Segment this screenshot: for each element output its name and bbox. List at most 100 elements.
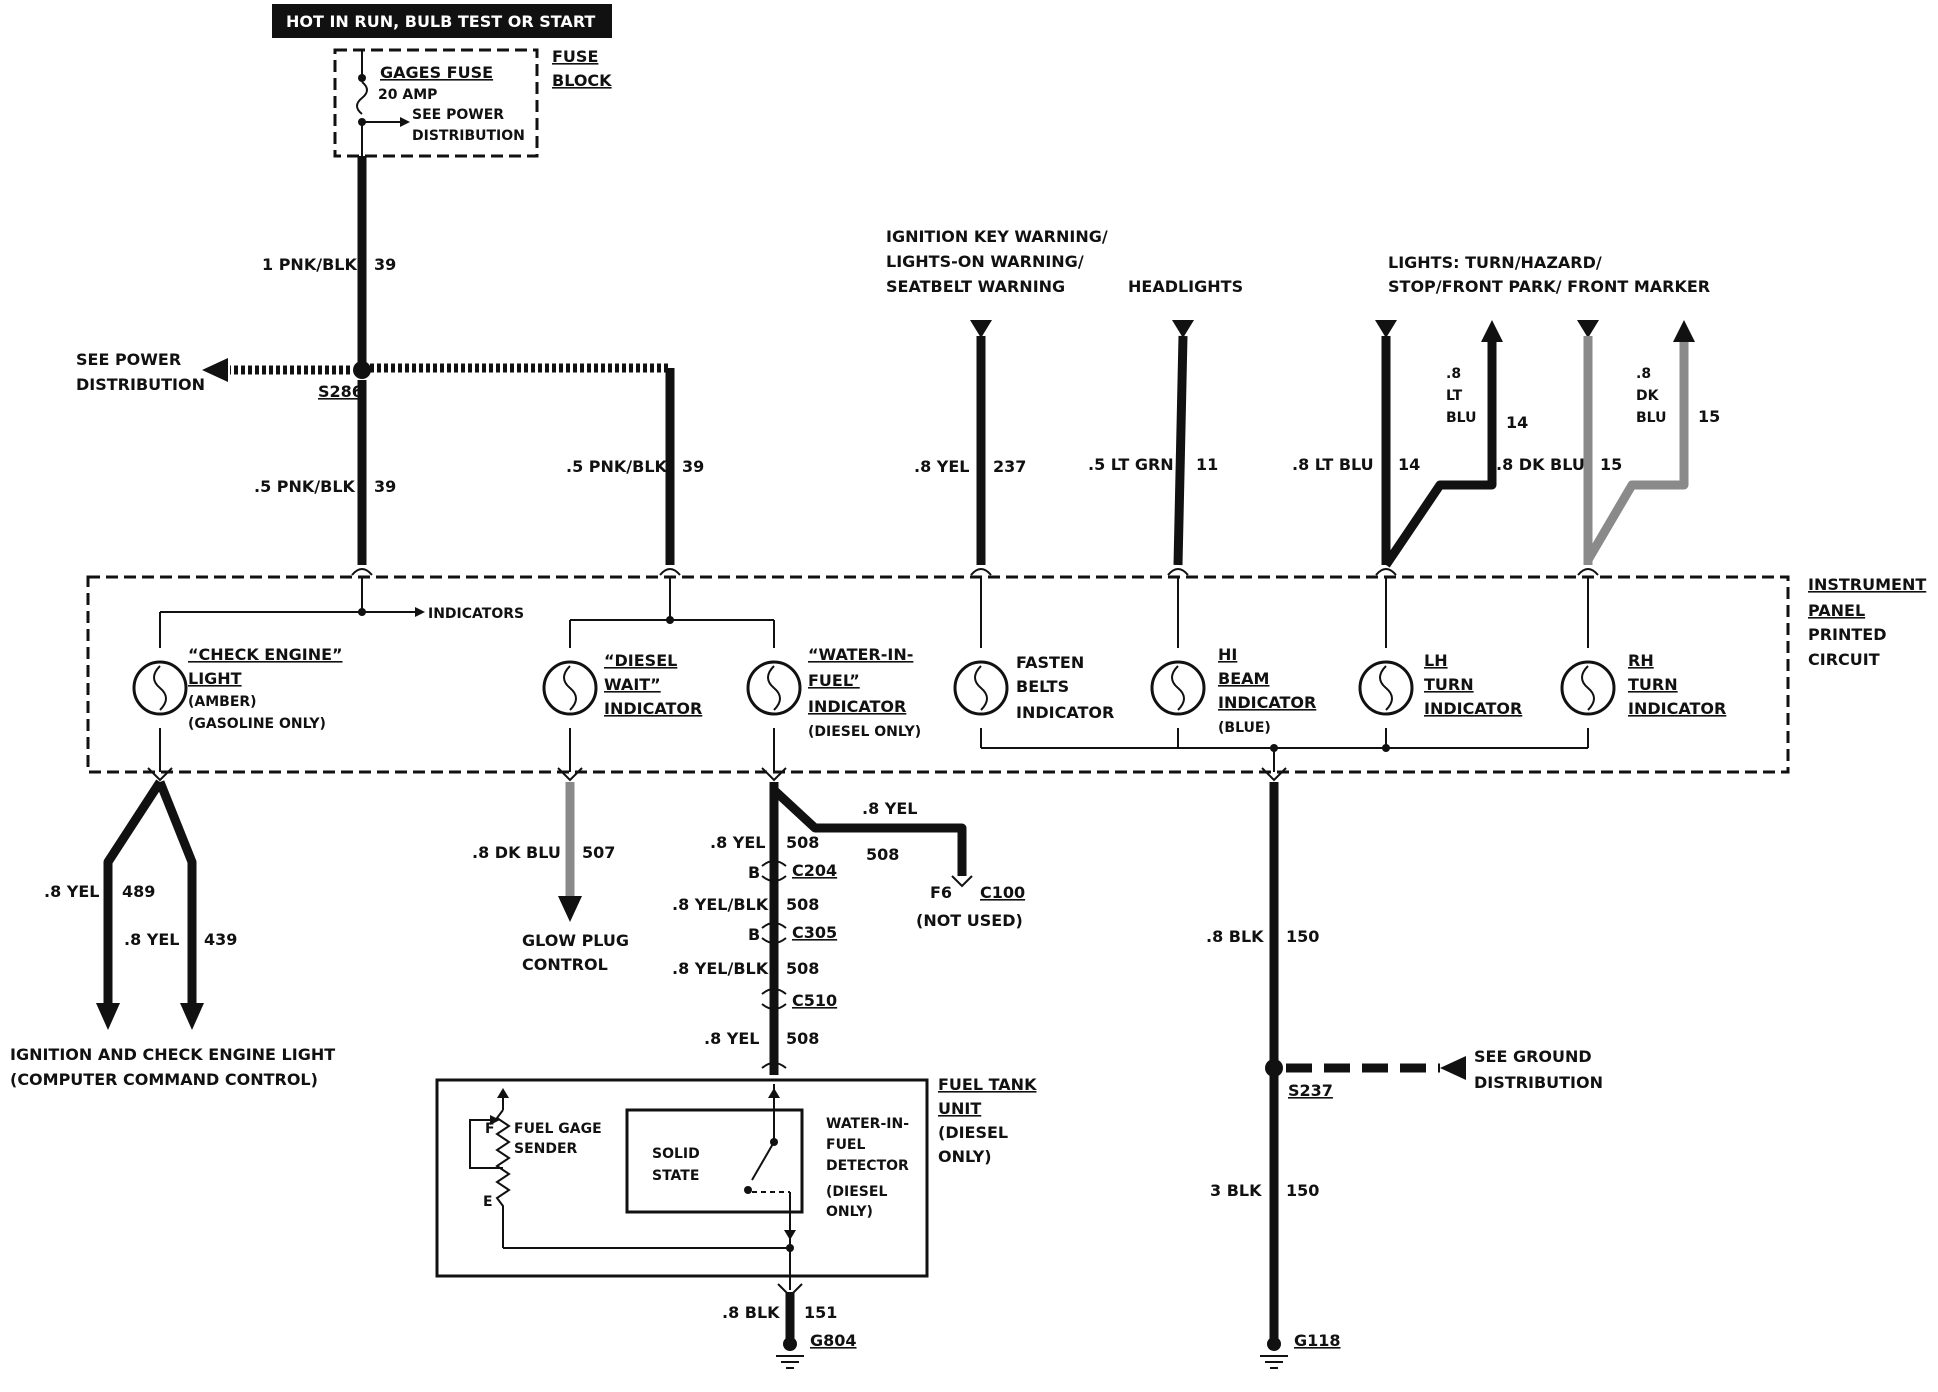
ign-warn-label-2: LIGHTS-ON WARNING/ <box>886 252 1084 271</box>
arrow-439-icon <box>180 1003 204 1030</box>
wire-8dkblu-507-label: .8 DK BLU <box>472 843 561 862</box>
wif-label-1: “WATER-IN- <box>808 645 913 664</box>
circuit-439-label: 439 <box>204 930 237 949</box>
turn-lights-source: LIGHTS: TURN/HAZARD/ STOP/FRONT PARK/ FR… <box>1292 253 1720 568</box>
wif-label-3: INDICATOR <box>808 697 906 716</box>
circuit-39-label-b: 39 <box>374 477 396 496</box>
wire-yel-489 <box>103 779 164 1005</box>
connector-bottom-wif-icon <box>761 767 787 782</box>
return-14-arrow-icon <box>1481 320 1503 342</box>
circuit-508-label-d: 508 <box>786 1029 819 1048</box>
sender-label-1: FUEL GAGE <box>514 1121 602 1137</box>
pin-b1-label: B <box>748 863 760 882</box>
check-engine-output: .8 YEL 489 .8 YEL 439 IGNITION AND CHECK… <box>10 779 335 1089</box>
wire-yel-508-c100 <box>770 786 967 876</box>
wire-8yel-c100-label: .8 YEL <box>862 799 918 818</box>
fuel-tank-unit: FUEL TANK UNIT (DIESEL ONLY) F E FUEL GA… <box>435 1075 1037 1298</box>
ign-warn-label-1: IGNITION KEY WARNING/ <box>886 227 1108 246</box>
wire-8yel-508b-label: .8 YEL <box>704 1029 760 1048</box>
see-ground-label-2: DISTRIBUTION <box>1474 1073 1603 1092</box>
arrow-489-icon <box>96 1003 120 1030</box>
ip-node-ground-a <box>1270 744 1278 752</box>
ip-node-diesel <box>666 616 674 624</box>
sender-e-label: E <box>483 1194 493 1210</box>
bulb-fasten-belts <box>953 660 1009 716</box>
source-15-arrow-icon <box>1577 320 1599 338</box>
ground-g118: .8 BLK 150 SEE GROUND DISTRIBUTION S237 … <box>1206 782 1603 1369</box>
wire-8yelblk-b-label: .8 YEL/BLK <box>672 959 769 978</box>
circuit-151-label: 151 <box>804 1303 837 1322</box>
c305-label: C305 <box>792 923 837 942</box>
fuse-block-outline <box>333 48 539 158</box>
circuit-15-label-b: 15 <box>1698 407 1720 426</box>
arrow-507-icon <box>558 896 582 922</box>
fuse-block-label-2: BLOCK <box>552 71 612 90</box>
lights-turn-label-1: LIGHTS: TURN/HAZARD/ <box>1388 253 1602 272</box>
bulb-check-engine <box>132 660 188 716</box>
glow-label-2: CONTROL <box>522 955 608 974</box>
fuse-block: GAGES FUSE 20 AMP SEE POWER DISTRIBUTION… <box>333 47 612 158</box>
fuel-gage-sender: F E FUEL GAGE SENDER <box>469 1088 790 1249</box>
connector-top-14-icon <box>1375 568 1397 576</box>
fuel-tank-label-3: (DIESEL <box>938 1123 1008 1142</box>
g804-label: G804 <box>810 1331 857 1350</box>
fuel-tank-label-2: UNIT <box>938 1099 981 1118</box>
solid-state-label-1: SOLID <box>652 1146 700 1162</box>
bulb-diesel-wait <box>542 660 598 716</box>
splice-s237 <box>1265 1059 1283 1077</box>
return-15-arrow-icon <box>1673 320 1695 342</box>
ip-label-4: CIRCUIT <box>1808 650 1880 669</box>
indicators-arrow-icon <box>415 607 425 617</box>
c204-label: C204 <box>792 861 837 880</box>
wire-5ltgrn-label: .5 LT GRN <box>1088 455 1174 474</box>
circuit-508-label-a: 508 <box>786 833 819 852</box>
pin-b2-label: B <box>748 925 760 944</box>
hibeam-label-1: HI <box>1218 645 1237 664</box>
power-dist-arrow-icon <box>202 358 228 382</box>
wire-ltblu-14-up <box>1382 340 1497 568</box>
c100-connector-icon <box>951 875 973 888</box>
detector-arrow-icon <box>768 1088 780 1098</box>
detector-box <box>625 1108 804 1214</box>
water-in-fuel-chain: .8 YEL 508 F6 C100 (NOT USED) .8 YEL 508… <box>672 782 1025 1075</box>
glow-plug-output: .8 DK BLU 507 GLOW PLUG CONTROL <box>472 782 629 974</box>
circuit-15-label-a: 15 <box>1600 455 1622 474</box>
circuit-508-label-b: 508 <box>786 895 819 914</box>
circuit-39-label-c: 39 <box>682 457 704 476</box>
detector-out-arrow-icon <box>784 1230 796 1240</box>
hibeam-label-3: INDICATOR <box>1218 693 1316 712</box>
wifd-label-4: (DIESEL <box>826 1184 887 1200</box>
connector-top-237-icon <box>970 568 992 576</box>
see-ground-label-1: SEE GROUND <box>1474 1047 1592 1066</box>
glow-label-1: GLOW PLUG <box>522 931 629 950</box>
fuse-node <box>358 74 366 82</box>
wire-5pnkblk-label-b: .5 PNK/BLK <box>566 457 668 476</box>
connector-top-39a-icon <box>351 568 373 576</box>
circuit-507-label: 507 <box>582 843 615 862</box>
fasten-label-2: BELTS <box>1016 677 1069 696</box>
instrument-panel-circuit: INSTRUMENT PANEL PRINTED CIRCUIT <box>86 568 1926 782</box>
sender-wiper <box>469 1119 503 1169</box>
ltblu-vertical-1: .8 <box>1446 366 1461 382</box>
wire-8yel-439-label: .8 YEL <box>124 930 180 949</box>
water-in-fuel-detector: SOLID STATE WATER-IN- FUEL DETECTOR (DIE… <box>625 1084 909 1290</box>
dkblu-vertical-3: BLU <box>1636 410 1666 426</box>
connector-bottom-check-icon <box>147 767 173 782</box>
hibeam-label-4: (BLUE) <box>1218 720 1271 736</box>
source-237-arrow-icon <box>970 320 992 338</box>
lights-turn-label-2: STOP/FRONT PARK/ FRONT MARKER <box>1388 277 1710 296</box>
wire-8yel-508a-label: .8 YEL <box>710 833 766 852</box>
detector-switch-icon <box>751 1141 775 1181</box>
fuel-tank-label-4: ONLY) <box>938 1147 992 1166</box>
indicators-label: INDICATORS <box>428 606 524 622</box>
c510-connector-icon <box>761 988 787 1010</box>
rh-label-2: TURN <box>1628 675 1678 694</box>
ltblu-vertical-3: BLU <box>1446 410 1476 426</box>
wifd-label-3: DETECTOR <box>826 1158 909 1174</box>
circuit-489-label: 489 <box>122 882 155 901</box>
connector-bottom-diesel-icon <box>557 767 583 782</box>
circuit-237-label: 237 <box>993 457 1026 476</box>
fuse-block-label-1: FUSE <box>552 47 598 66</box>
wifd-label-5: ONLY) <box>826 1204 873 1220</box>
